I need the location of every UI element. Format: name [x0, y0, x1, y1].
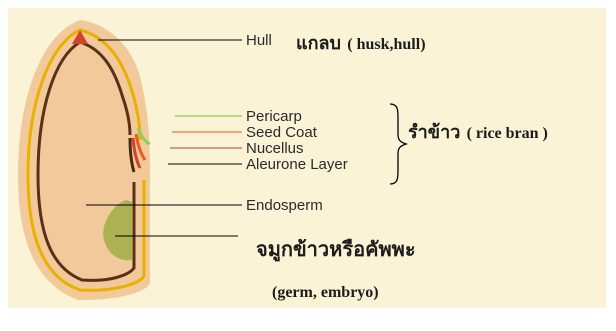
pericarp-label: Pericarp [246, 109, 302, 124]
nucellus-label: Nucellus [246, 141, 304, 156]
bran-thai: รำข้าว [408, 122, 460, 143]
germ-english-label: (germ, embryo) [272, 285, 379, 301]
endosperm-label: Endosperm [246, 198, 323, 213]
bran-thai-label: รำข้าว ( rice bran ) [408, 124, 548, 142]
bran-english: ( rice bran ) [467, 125, 548, 142]
husk-english: ( husk,hull) [347, 36, 425, 53]
hull-label: Hull [246, 33, 272, 48]
bran-bracket [390, 104, 406, 184]
seed-coat-label: Seed Coat [246, 125, 317, 140]
husk-thai: แกลบ [296, 33, 341, 54]
husk-thai-label: แกลบ ( husk,hull) [296, 35, 426, 53]
aleurone-label: Aleurone Layer [246, 157, 348, 172]
germ-thai-label: จมูกข้าวหรือคัพพะ [256, 239, 416, 259]
